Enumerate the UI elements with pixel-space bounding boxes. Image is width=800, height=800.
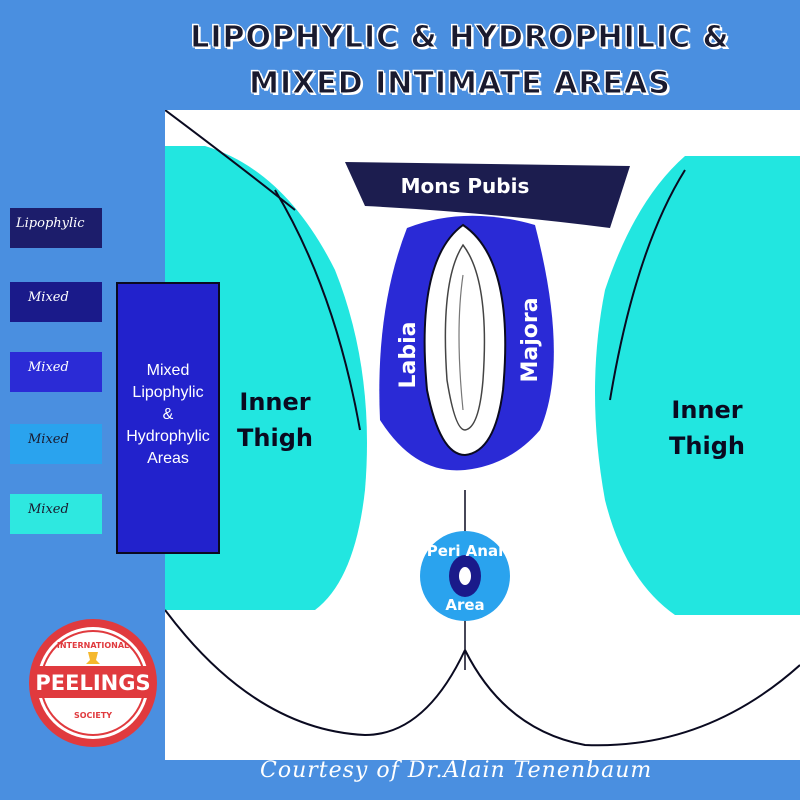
logo-top-text: INTERNATIONAL — [57, 641, 129, 650]
labia-label: Labia — [396, 322, 421, 389]
anus-inner — [459, 567, 471, 585]
labia-minora-region — [423, 223, 507, 457]
legend-lipophylic: Lipophylic — [10, 208, 102, 248]
buttock-right-outline — [464, 649, 800, 747]
inner-thigh-right-label-2: Thigh — [669, 432, 745, 460]
majora-label: Majora — [518, 297, 543, 382]
legend-mixed-dark: Mixed — [10, 282, 102, 322]
inner-fold-outline — [444, 243, 486, 431]
peri-anal-label-2: Area — [445, 596, 484, 614]
logo-main-text: PEELINGS — [35, 671, 150, 695]
body-outline-right — [609, 169, 686, 401]
inner-thigh-left-label-1: Inner — [239, 388, 310, 416]
inner-center-line — [458, 274, 464, 411]
mixed-areas-line-1: Mixed — [146, 362, 190, 379]
flask-icon — [86, 652, 100, 664]
mixed-areas-box: Mixed Lipophylic & Hydrophylic Areas — [116, 282, 220, 554]
title-line-1: LIPOPHYLIC & HYDROPHILIC & — [190, 20, 730, 56]
legend-mixed-blue: Mixed — [10, 352, 102, 392]
mons-pubis-region — [345, 162, 630, 228]
inner-thigh-right-region — [595, 156, 800, 615]
inner-thigh-left-label-2: Thigh — [237, 424, 313, 452]
mixed-areas-line-3: & — [162, 406, 174, 423]
inner-thigh-right-label-1: Inner — [671, 396, 742, 424]
logo-banner — [34, 666, 152, 698]
legend-mixed-cyan: Mixed — [10, 494, 102, 534]
title-line-2: MIXED INTIMATE AREAS — [249, 66, 671, 102]
mixed-areas-line-4: Hydrophylic — [126, 428, 210, 445]
mixed-areas-line-2: Lipophylic — [132, 384, 204, 401]
credit-line: Courtesy of Dr.Alain Tenenbaum — [260, 758, 653, 783]
buttock-left-outline — [165, 609, 466, 737]
peelings-society-logo: PEELINGS INTERNATIONAL SOCIETY — [29, 619, 157, 747]
mixed-areas-line-5: Areas — [147, 450, 189, 467]
logo-bottom-text: SOCIETY — [74, 711, 112, 720]
body-outline-top-left — [165, 110, 296, 211]
body-outline-left — [274, 189, 361, 431]
legend-mixed-light-blue: Mixed — [10, 424, 102, 464]
anatomy-illustration: Mons Pubis Labia Majora Inner Thigh Inne… — [165, 110, 800, 760]
peri-anal-label-1: Peri Anal — [427, 542, 503, 560]
mons-pubis-label: Mons Pubis — [401, 174, 530, 198]
